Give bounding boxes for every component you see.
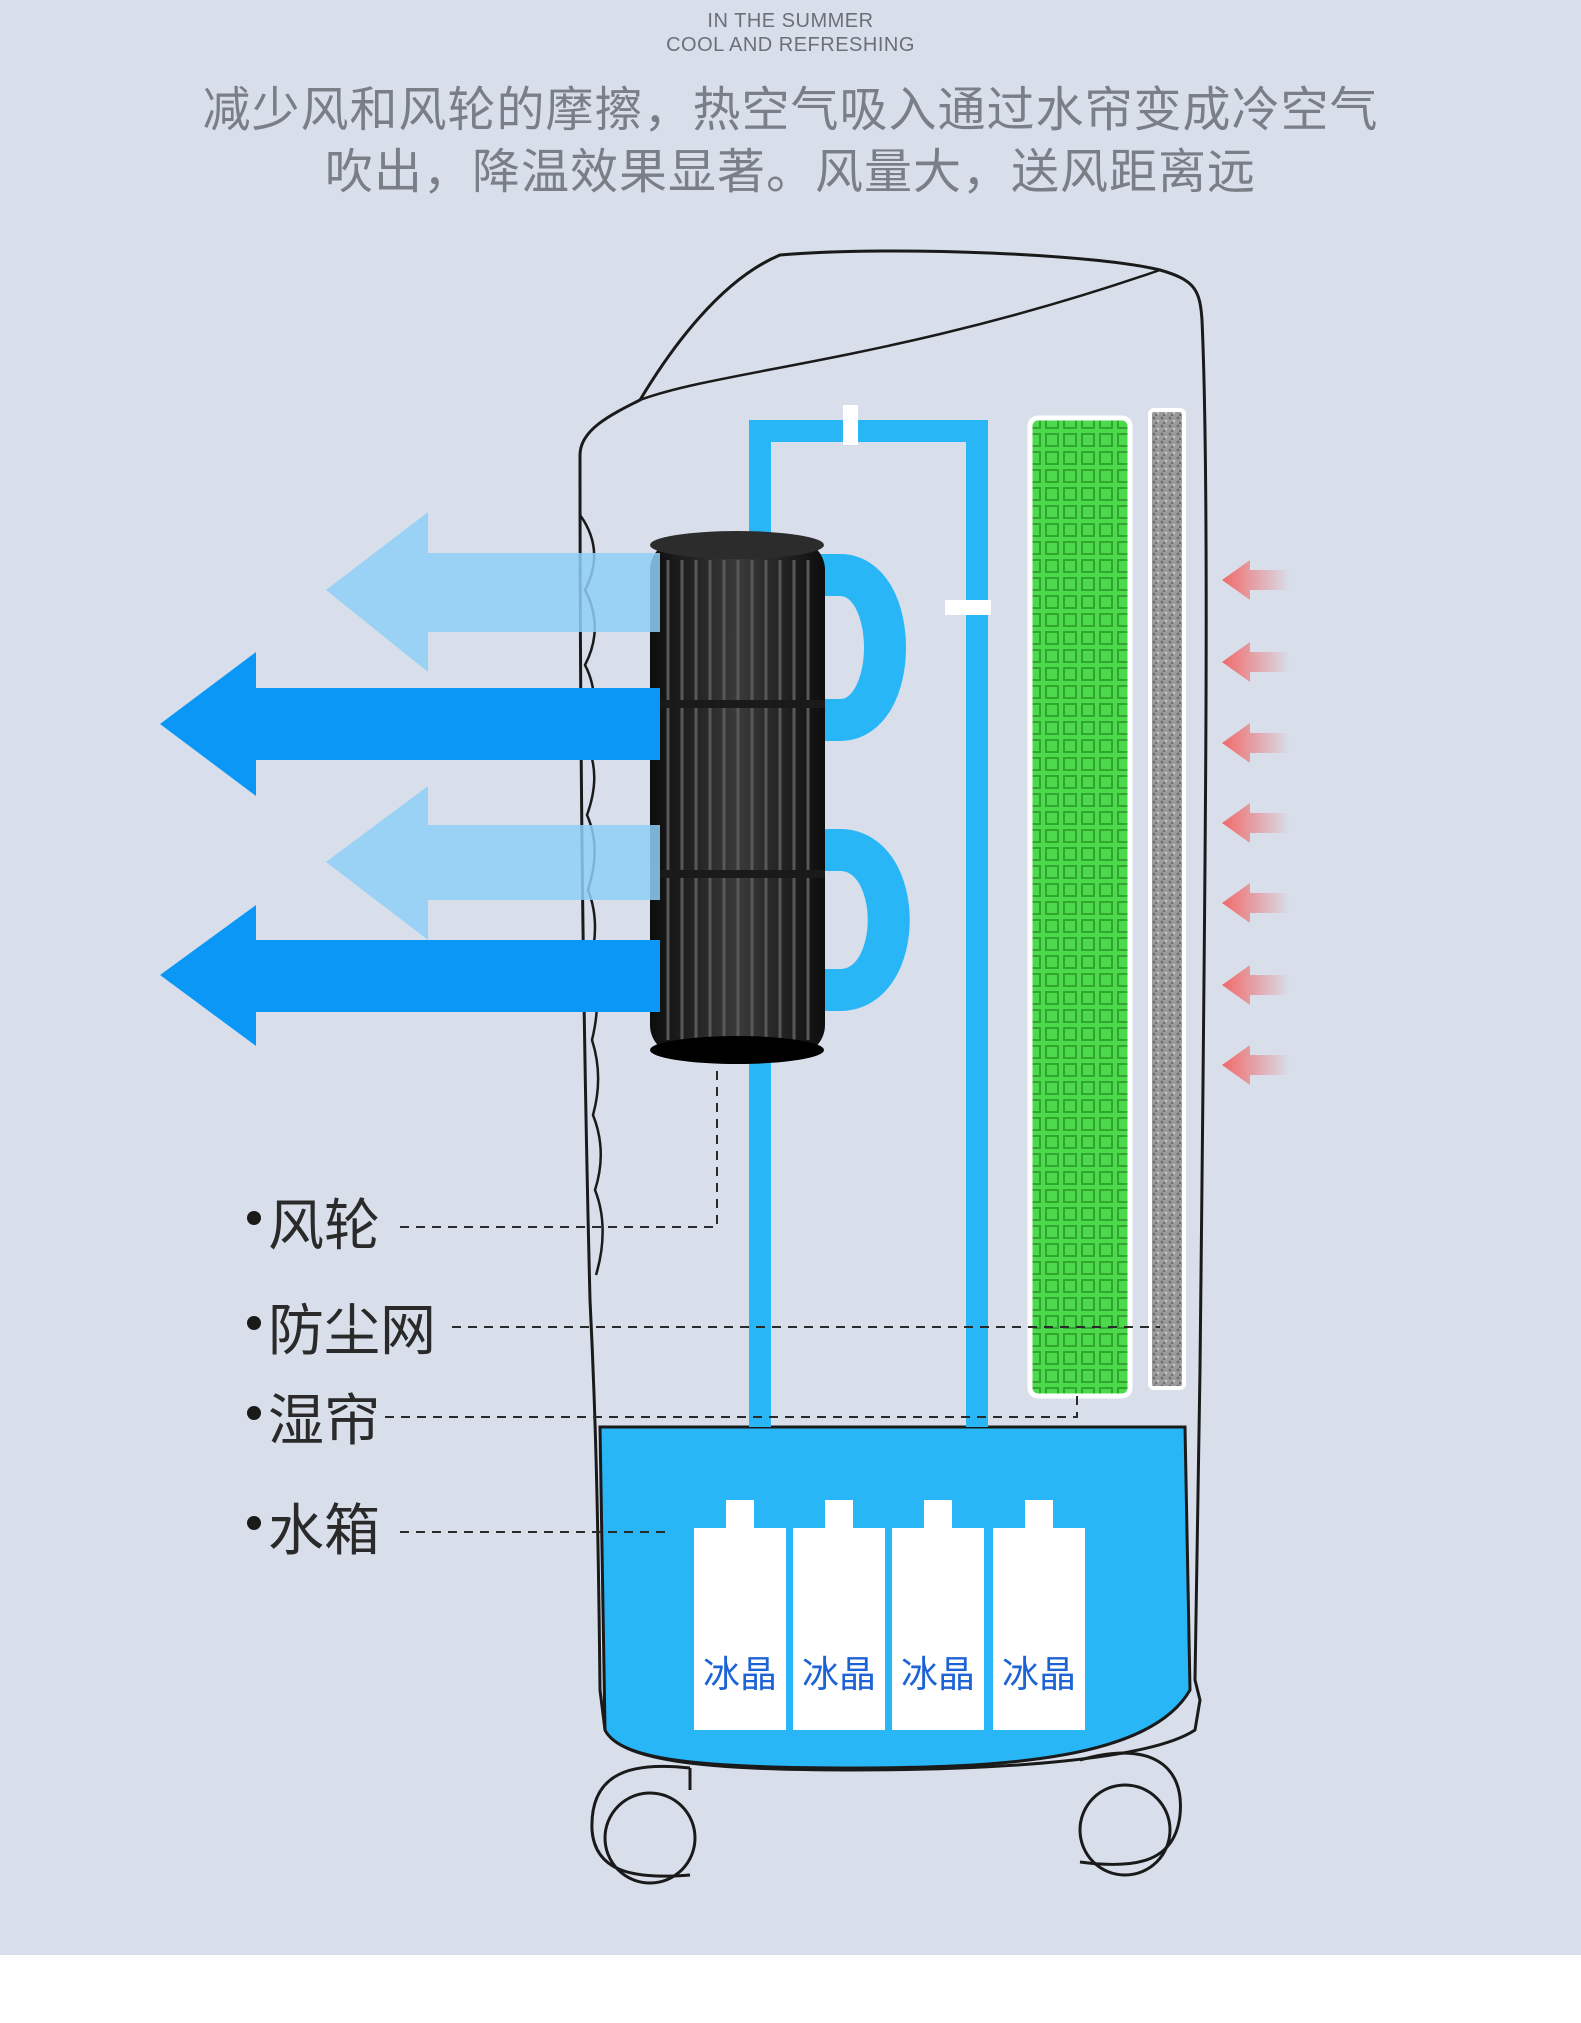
component-labels: 风轮 防尘网 湿帘 水箱: [247, 1194, 436, 1564]
bullet-icon: [247, 1516, 261, 1530]
header-english-line-2: COOL AND REFRESHING: [666, 34, 915, 56]
cool-air-arrow: [160, 905, 660, 1046]
leader-lines: [385, 1070, 1160, 1533]
dust-filter: [1148, 408, 1186, 1390]
hot-air-arrow: [1222, 723, 1290, 763]
airflow-loops: [660, 554, 910, 1011]
label-wet-curtain: 湿帘: [268, 1389, 380, 1454]
bullet-icon: [247, 1211, 261, 1225]
cool-air-arrow-light: [326, 786, 660, 940]
header-description-line-1: 减少风和风轮的摩擦，热空气吸入通过水帘变成冷空气: [202, 82, 1379, 138]
wet-curtain: [1027, 415, 1133, 1399]
bottom-margin: [0, 1955, 1581, 2023]
hot-air-arrow: [1222, 883, 1290, 923]
bullet-icon: [247, 1406, 261, 1420]
hot-air-arrow: [1222, 965, 1290, 1005]
caster-wheels: [590, 1751, 1182, 1885]
air-cooler-diagram: 冰晶 冰晶 冰晶 冰晶 风轮: [160, 249, 1290, 1885]
ice-crystal-pack: 冰晶: [993, 1500, 1085, 1730]
hot-air-arrow: [1222, 642, 1290, 682]
label-dust-filter: 防尘网: [268, 1299, 436, 1364]
bullet-icon: [247, 1316, 261, 1330]
ice-crystal-packs: 冰晶 冰晶 冰晶 冰晶: [694, 1500, 1085, 1730]
hot-air-arrow: [1222, 803, 1290, 843]
header-english-line-1: IN THE SUMMER: [707, 10, 874, 32]
cool-air-arrow-light: [326, 512, 660, 672]
header-description-line-2: 吹出，降温效果显著。风量大，送风距离远: [324, 144, 1256, 200]
hot-air-arrow: [1222, 1045, 1290, 1085]
ice-crystal-pack: 冰晶: [694, 1500, 786, 1730]
cool-air-arrow: [160, 652, 660, 796]
hot-air-arrow: [1222, 560, 1290, 600]
fan-wheel: [650, 531, 825, 1064]
ice-crystal-label: 冰晶: [703, 1653, 777, 1696]
ice-crystal-pack: 冰晶: [892, 1500, 984, 1730]
ice-crystal-pack: 冰晶: [793, 1500, 885, 1730]
label-fan-wheel: 风轮: [268, 1194, 380, 1259]
ice-crystal-label: 冰晶: [901, 1653, 975, 1696]
cool-air-arrows: [160, 512, 660, 1046]
label-water-tank: 水箱: [268, 1499, 380, 1564]
ice-crystal-label: 冰晶: [1002, 1653, 1076, 1696]
ice-crystal-label: 冰晶: [802, 1653, 876, 1696]
hot-air-arrows: [1222, 560, 1290, 1085]
